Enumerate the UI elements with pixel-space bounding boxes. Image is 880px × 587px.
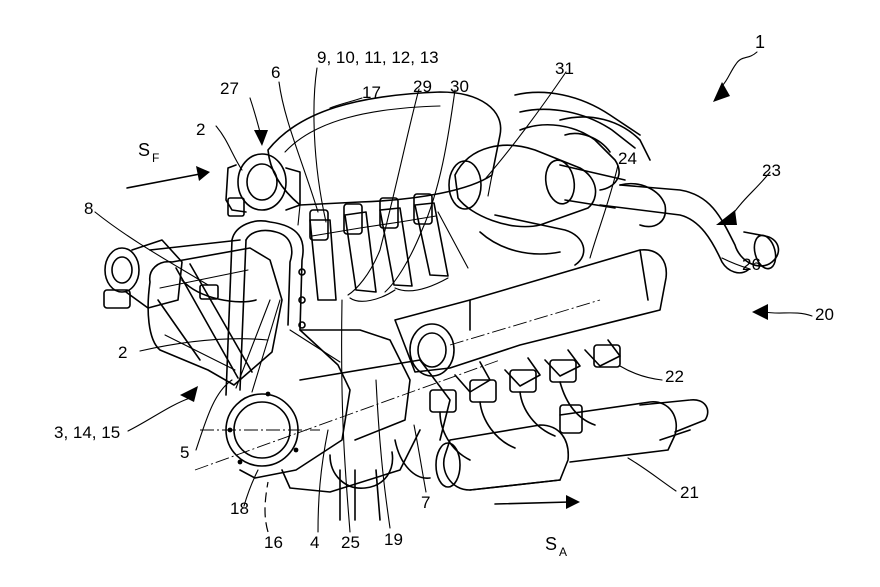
right-exhaust-headers: [429, 339, 621, 461]
label-19: 19: [384, 530, 403, 549]
svg-text:S: S: [545, 534, 557, 554]
label-3-14-15: 3, 14, 15: [54, 423, 120, 442]
label-25: 25: [341, 533, 360, 552]
crank-pulley: [194, 359, 501, 471]
label-s-a: S A: [545, 534, 567, 559]
label-2-lower: 2: [118, 343, 127, 362]
label-21: 21: [680, 483, 699, 502]
label-24: 24: [618, 149, 637, 168]
label-16: 16: [264, 533, 283, 552]
upper-catalysts: [448, 124, 620, 266]
label-17: 17: [362, 83, 381, 102]
throttle-body: [225, 153, 301, 217]
right-exhaust-manifold-housing: [394, 249, 668, 377]
label-27: 27: [220, 79, 239, 98]
label-31: 31: [555, 59, 574, 78]
label-4: 4: [310, 533, 319, 552]
left-cylinder-bank: [147, 247, 283, 386]
engine-illustration: [103, 91, 780, 521]
label-29: 29: [413, 77, 432, 96]
svg-text:S: S: [138, 140, 150, 160]
left-air-inlet: [103, 239, 241, 361]
label-7: 7: [421, 493, 430, 512]
label-8: 8: [84, 199, 93, 218]
label-18: 18: [230, 499, 249, 518]
label-20: 20: [815, 305, 834, 324]
label-30: 30: [450, 77, 469, 96]
label-2-upper: 2: [196, 120, 205, 139]
intake-runners: [309, 193, 469, 302]
label-9-13: 9, 10, 11, 12, 13: [317, 48, 439, 67]
label-6: 6: [271, 63, 280, 82]
oil-sump: [281, 359, 451, 521]
label-23: 23: [762, 161, 781, 180]
intake-plenum: [267, 91, 502, 226]
label-26: 26: [742, 255, 761, 274]
label-s-f: S F: [138, 140, 159, 165]
flow-arrows: [126, 82, 768, 509]
svg-text:F: F: [152, 151, 159, 165]
svg-text:A: A: [559, 545, 567, 559]
label-22: 22: [665, 367, 684, 386]
label-1: 1: [755, 32, 765, 52]
rear-exhaust-pipes: [514, 91, 780, 274]
reference-labels: 1 2 27 6 9, 10, 11, 12, 13 17 29 30 31 2…: [54, 32, 834, 559]
timing-cover: [225, 220, 411, 479]
lower-catalysts: [435, 399, 709, 491]
label-5: 5: [180, 443, 189, 462]
